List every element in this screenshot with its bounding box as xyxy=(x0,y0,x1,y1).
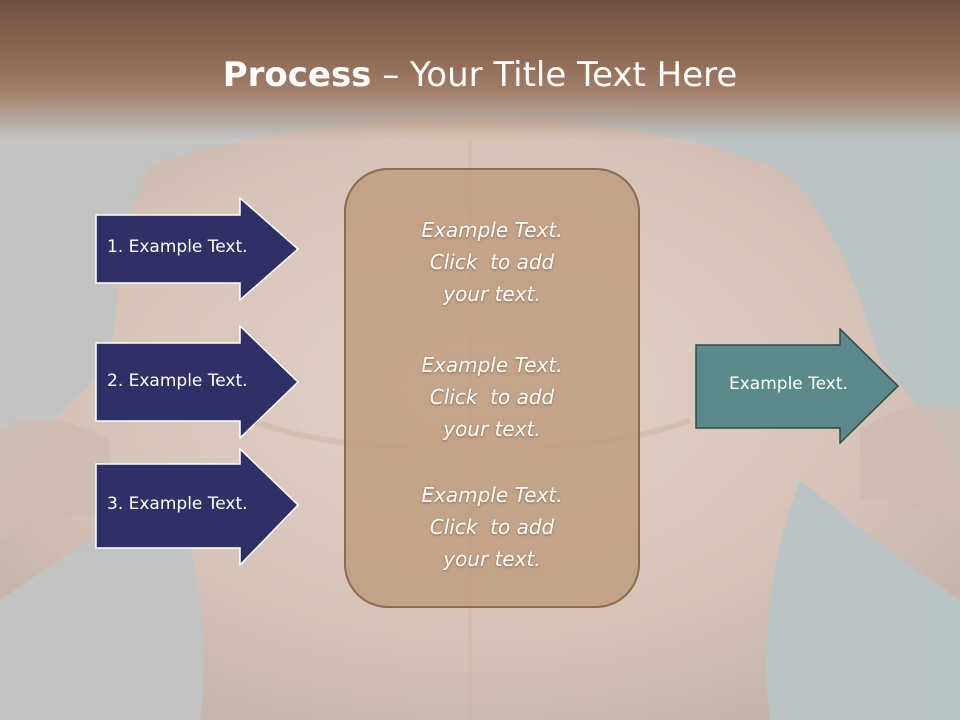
left-arrow-label: 1. Example Text. xyxy=(107,237,248,257)
title-rest: – Your Title Text Here xyxy=(371,55,738,95)
center-item-1[interactable]: Example Text. Click to add your text. xyxy=(346,214,638,310)
center-item-line: your text. xyxy=(443,547,541,571)
center-item-3[interactable]: Example Text. Click to add your text. xyxy=(346,479,638,575)
arrow-shape xyxy=(695,328,900,444)
center-item-2[interactable]: Example Text. Click to add your text. xyxy=(346,349,638,445)
center-item-line: your text. xyxy=(443,417,541,441)
right-arrow[interactable]: Example Text. xyxy=(695,328,900,444)
center-item-line: Click to add xyxy=(429,385,555,409)
center-item-line: Click to add xyxy=(429,515,555,539)
arrow-shape xyxy=(95,197,300,301)
arrow-shape xyxy=(95,448,300,566)
left-arrow-label: 3. Example Text. xyxy=(107,494,248,514)
left-arrow-1[interactable]: 1. Example Text. xyxy=(95,197,300,301)
center-item-line: Example Text. xyxy=(421,218,563,242)
right-arrow-label: Example Text. xyxy=(729,374,848,394)
center-item-line: Example Text. xyxy=(421,483,563,507)
center-item-line: Example Text. xyxy=(421,353,563,377)
left-arrow-2[interactable]: 2. Example Text. xyxy=(95,325,300,439)
arrow-shape xyxy=(95,325,300,439)
left-arrow-label: 2. Example Text. xyxy=(107,371,248,391)
center-text-box[interactable]: Example Text. Click to add your text. Ex… xyxy=(344,168,640,608)
left-arrow-3[interactable]: 3. Example Text. xyxy=(95,448,300,566)
title-band xyxy=(0,0,960,140)
title-bold: Process xyxy=(222,55,372,95)
slide-title[interactable]: Process – Your Title Text Here xyxy=(0,52,960,98)
center-item-line: Click to add xyxy=(429,250,555,274)
center-item-line: your text. xyxy=(443,282,541,306)
